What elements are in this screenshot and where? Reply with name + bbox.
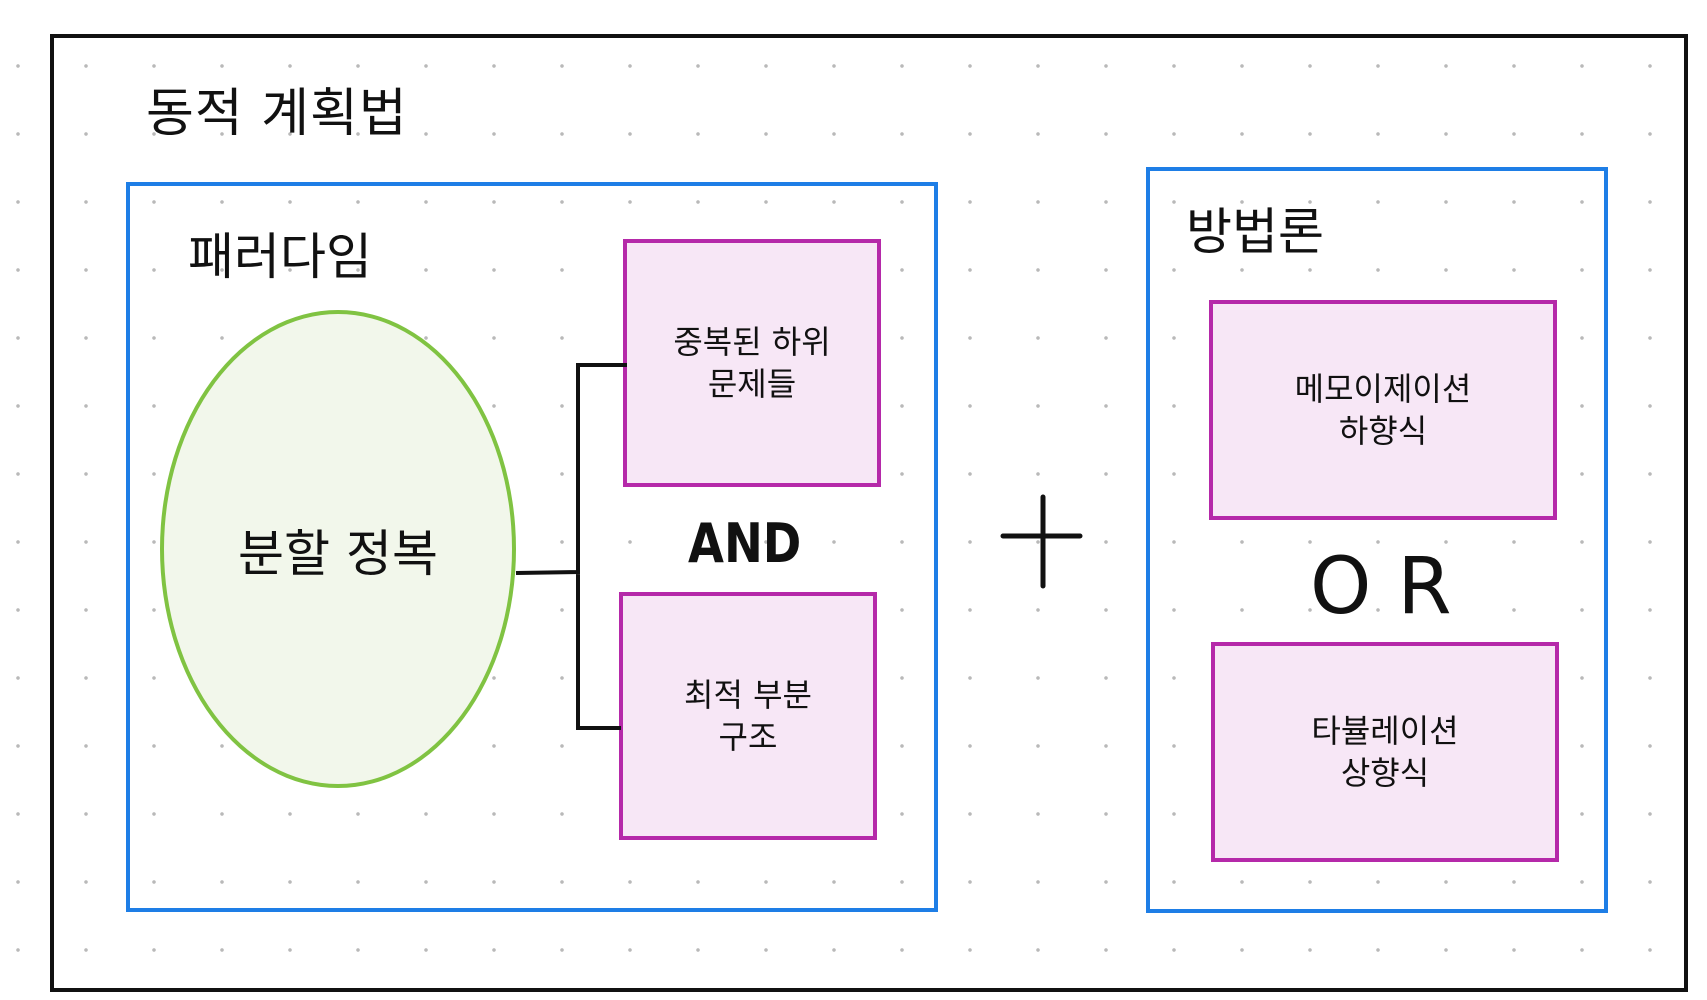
overlapping-subproblems-box: 중복된 하위 문제들 — [623, 239, 881, 487]
paradigm-title: 패러다임 — [188, 228, 372, 286]
memoization-label: 메모이제이션 하향식 — [1295, 368, 1472, 452]
tabulation-label: 타뷸레이션 상향식 — [1311, 710, 1458, 794]
outer-frame — [50, 34, 1688, 992]
divide-and-conquer-label: 분할 정복 — [238, 525, 438, 583]
or-label: OR — [1310, 542, 1478, 632]
box-label-line: 하향식 — [1338, 412, 1428, 450]
box-label-line: 타뷸레이션 — [1311, 711, 1459, 750]
methodology-panel — [1146, 167, 1608, 913]
diagram-title: 동적 계획법 — [146, 84, 408, 144]
box-label-line: 최적 부분 — [684, 675, 812, 714]
optimal-substructure-box: 최적 부분 구조 — [619, 592, 877, 840]
tabulation-box: 타뷸레이션 상향식 — [1211, 642, 1559, 862]
box-label-line: 문제들 — [707, 365, 797, 403]
memoization-box: 메모이제이션 하향식 — [1209, 300, 1557, 520]
methodology-title: 방법론 — [1186, 203, 1324, 261]
box-label-line: 메모이제이션 — [1294, 369, 1472, 408]
box-label-line: 구조 — [718, 718, 778, 756]
paradigm-panel — [126, 182, 938, 912]
divide-and-conquer-ellipse: 분할 정복 — [160, 310, 516, 788]
overlapping-subproblems-label: 중복된 하위 문제들 — [673, 321, 830, 405]
box-label-line: 중복된 하위 — [673, 322, 831, 361]
box-label-line: 상향식 — [1340, 754, 1430, 792]
optimal-substructure-label: 최적 부분 구조 — [684, 674, 812, 758]
and-label: AND — [688, 512, 802, 575]
